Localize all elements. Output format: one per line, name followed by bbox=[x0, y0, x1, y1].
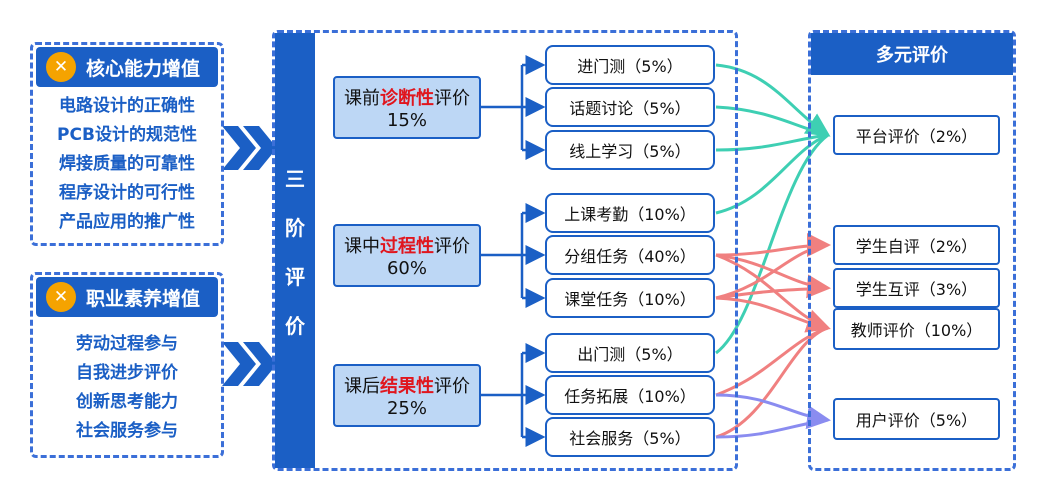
stage-label-char: 三 bbox=[285, 166, 305, 191]
phase-keyword: 过程性 bbox=[380, 236, 434, 257]
stage-label-bar: 三 阶 评 价 bbox=[275, 33, 315, 468]
phase-suffix: 评价 bbox=[434, 376, 470, 397]
wrench-icon: ✕ bbox=[46, 282, 76, 312]
phase-prefix: 课中 bbox=[344, 236, 380, 257]
phase-prefix: 课前 bbox=[344, 88, 380, 109]
item-task-extension: 任务拓展（10%） bbox=[545, 375, 715, 415]
list-item: 社会服务参与 bbox=[76, 421, 178, 441]
literacy-panel bbox=[30, 272, 224, 458]
multi-eval-header: 多元评价 bbox=[811, 33, 1013, 75]
eval-platform: 平台评价（2%） bbox=[833, 115, 1000, 155]
eval-peer: 学生互评（3%） bbox=[833, 268, 1000, 308]
user-curves bbox=[715, 393, 831, 439]
list-item: 创新思考能力 bbox=[76, 392, 178, 412]
item-class-task: 课堂任务（10%） bbox=[545, 278, 715, 318]
item-exit-test: 出门测（5%） bbox=[545, 333, 715, 373]
list-item: 程序设计的可行性 bbox=[59, 183, 195, 203]
phase-percent: 15% bbox=[386, 110, 427, 131]
eval-teacher: 教师评价（10%） bbox=[833, 308, 1000, 350]
multi-eval-container bbox=[808, 30, 1016, 471]
item-entry-test: 进门测（5%） bbox=[545, 45, 715, 85]
list-item: 产品应用的推广性 bbox=[59, 212, 195, 232]
core-ability-list: 电路设计的正确性 PCB设计的规范性 焊接质量的可靠性 程序设计的可行性 产品应… bbox=[36, 92, 218, 237]
literacy-title: 职业素养增值 bbox=[86, 287, 201, 310]
teacher-curves bbox=[715, 233, 831, 439]
wrench-icon: ✕ bbox=[46, 52, 76, 82]
phase-prefix: 课后 bbox=[344, 376, 380, 397]
list-item: 自我进步评价 bbox=[76, 363, 178, 383]
stage-label-char: 评 bbox=[285, 264, 305, 289]
core-ability-title: 核心能力增值 bbox=[86, 57, 201, 80]
phase-percent: 60% bbox=[386, 258, 427, 279]
list-item: 焊接质量的可靠性 bbox=[59, 154, 195, 174]
eval-self: 学生自评（2%） bbox=[833, 225, 1000, 265]
stage-label-char: 阶 bbox=[285, 215, 305, 240]
literacy-list: 劳动过程参与 自我进步评价 创新思考能力 社会服务参与 bbox=[36, 330, 218, 446]
core-ability-header: ✕ 核心能力增值 bbox=[36, 47, 218, 87]
core-ability-panel bbox=[30, 42, 224, 246]
phase-before-class: 课前诊断性评价 15% bbox=[333, 76, 481, 139]
item-online-learning: 线上学习（5%） bbox=[545, 130, 715, 170]
literacy-header: ✕ 职业素养增值 bbox=[36, 277, 218, 317]
three-stage-container bbox=[272, 30, 738, 471]
phase-suffix: 评价 bbox=[434, 236, 470, 257]
item-group-task: 分组任务（40%） bbox=[545, 235, 715, 275]
list-item: 电路设计的正确性 bbox=[59, 96, 195, 116]
item-topic-discussion: 话题讨论（5%） bbox=[545, 87, 715, 127]
list-item: 劳动过程参与 bbox=[76, 334, 178, 354]
phase-percent: 25% bbox=[386, 398, 427, 419]
item-social-service: 社会服务（5%） bbox=[545, 417, 715, 457]
phase-after-class: 课后结果性评价 25% bbox=[333, 364, 481, 427]
item-attendance: 上课考勤（10%） bbox=[545, 193, 715, 233]
phase-suffix: 评价 bbox=[434, 88, 470, 109]
list-item: PCB设计的规范性 bbox=[57, 125, 197, 145]
eval-user: 用户评价（5%） bbox=[833, 398, 1000, 440]
phase-keyword: 结果性 bbox=[380, 376, 434, 397]
stage-label-char: 价 bbox=[285, 313, 305, 338]
phase-brackets bbox=[481, 55, 546, 447]
phase-keyword: 诊断性 bbox=[380, 88, 434, 109]
chevron-arrows bbox=[222, 126, 277, 386]
phase-in-class: 课中过程性评价 60% bbox=[333, 224, 481, 287]
